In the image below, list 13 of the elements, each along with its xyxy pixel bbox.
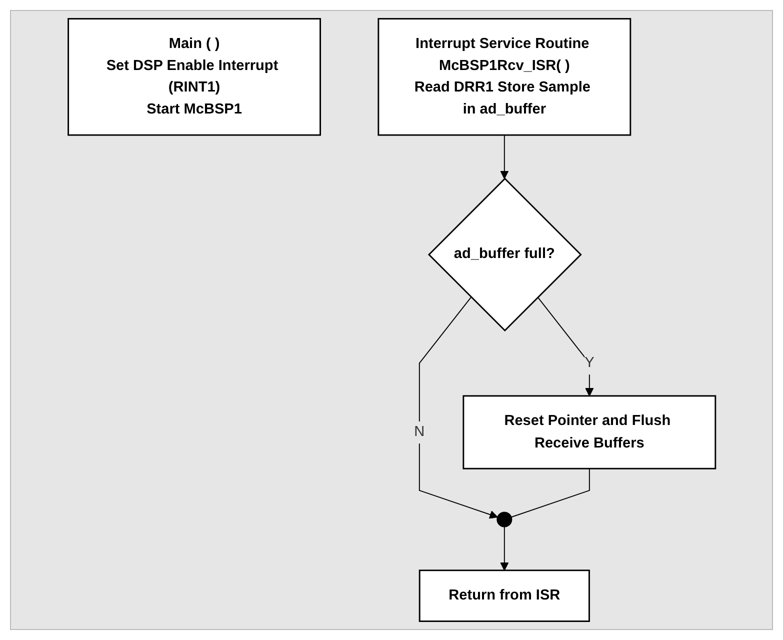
node-box: Return from ISR	[418, 570, 590, 622]
node-box: Main ( ) Set DSP Enable Interrupt (RINT1) Start McBSP1	[67, 18, 321, 136]
edge-label: Y	[584, 354, 594, 371]
edge-label: N	[414, 423, 424, 440]
node-circle	[496, 512, 512, 528]
arrow	[536, 296, 594, 396]
arrow	[500, 134, 508, 180]
node-diamond: ad_buffer full?	[428, 178, 582, 332]
arrow	[418, 296, 498, 519]
node-box: Interrupt Service Routine McBSP1Rcv_ISR( ) Read DRR1 Store Sample in ad_buffer	[377, 18, 631, 136]
arrow	[500, 526, 508, 571]
node-box: Reset Pointer and Flush Receive Buffers	[462, 395, 716, 470]
connector	[510, 468, 590, 518]
